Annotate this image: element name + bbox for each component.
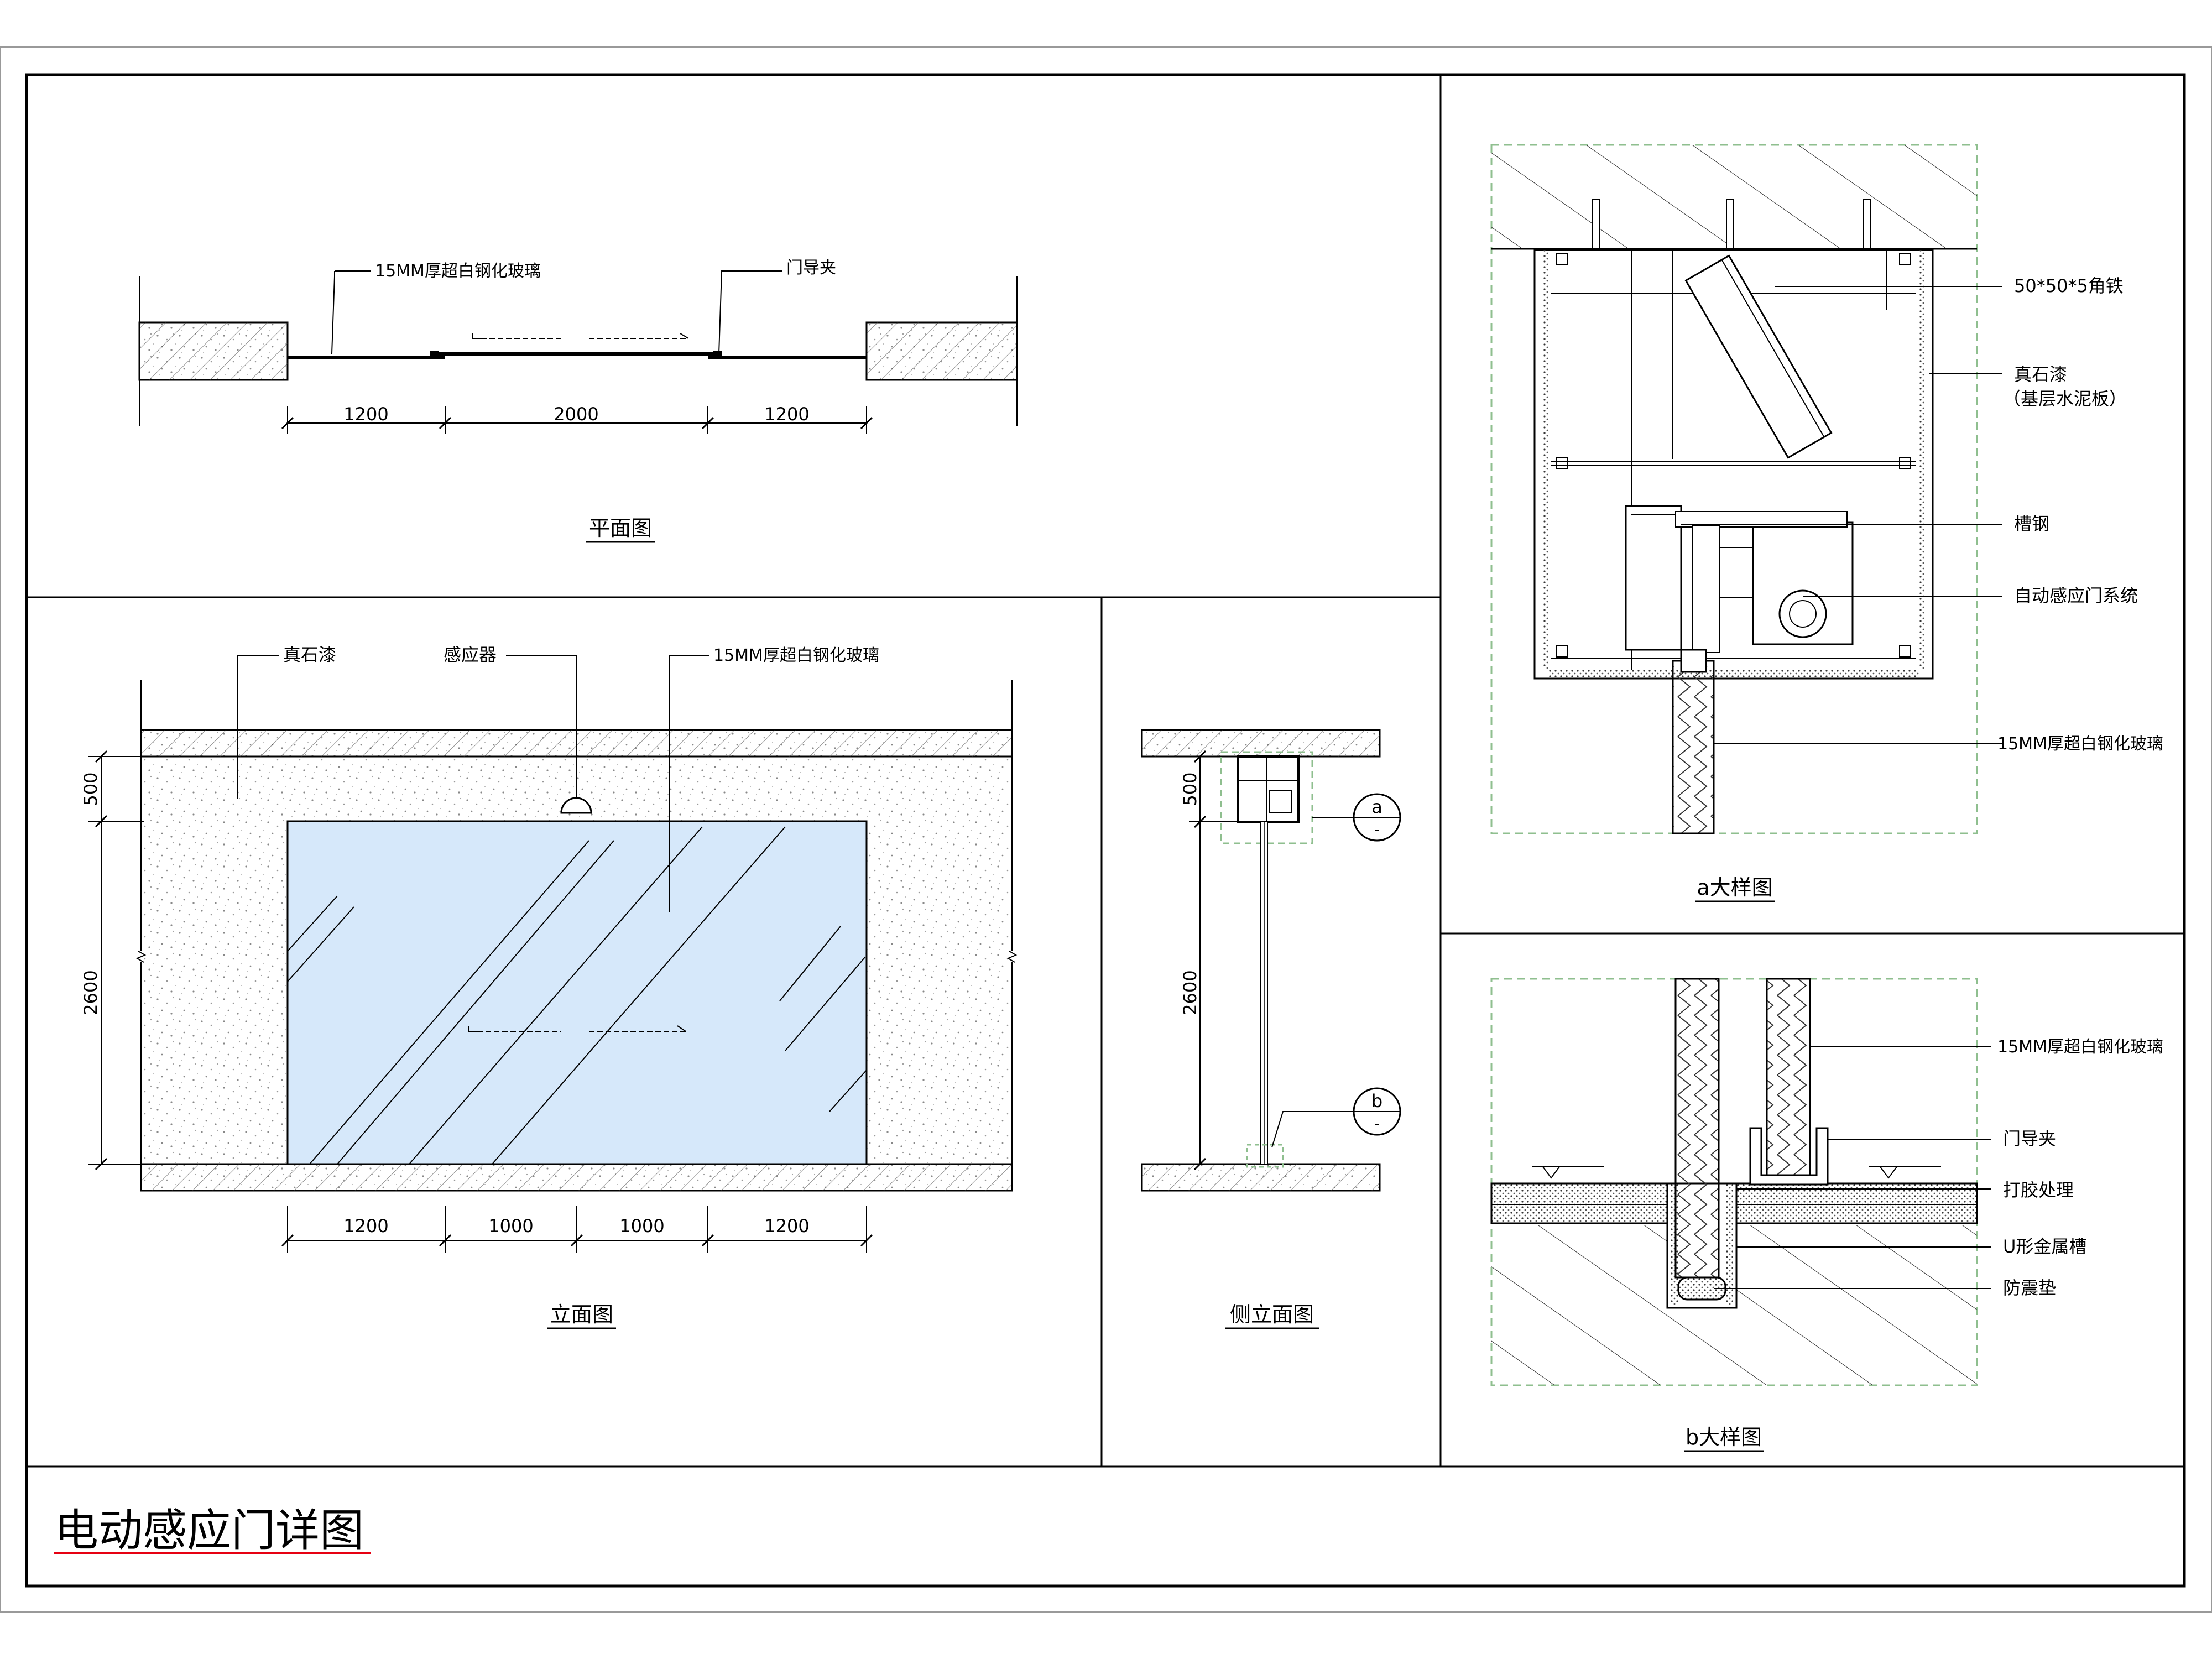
detail-a-label-finish: 真石漆 xyxy=(2014,364,2067,385)
drawing-border xyxy=(25,73,2186,1588)
detail-a-label-system: 自动感应门系统 xyxy=(2014,585,2138,606)
elev-hdim-3: 1000 xyxy=(619,1215,664,1237)
detail-a-view: 50*50*5角铁 真石漆 （基层水泥板） 槽钢 自动感应门系统 15MM厚超白… xyxy=(1490,144,2163,902)
plan-dim-3: 1200 xyxy=(764,404,809,425)
side-callout-a-sub: - xyxy=(1374,820,1380,839)
detail-b-guide-clip xyxy=(1749,1127,1829,1186)
elev-sensor-label: 感应器 xyxy=(444,644,497,665)
side-callout-b-sub: - xyxy=(1374,1114,1380,1134)
detail-a-glass xyxy=(1672,660,1715,834)
detail-b-label-glass: 15MM厚超白钢化玻璃 xyxy=(1997,1037,2163,1057)
plan-dim-2: 2000 xyxy=(554,404,598,425)
detail-b-view: 15MM厚超白钢化玻璃 门导夹 打胶处理 U形金属槽 防震垫 b大样图 xyxy=(1490,978,2163,1452)
plan-view: 15MM厚超白钢化玻璃 门导夹 1200 2000 1200 平面图 xyxy=(138,258,1018,543)
side-detail-b-boundary xyxy=(1246,1144,1284,1168)
elev-hdim-2: 1000 xyxy=(488,1215,533,1237)
plan-guide-label: 门导夹 xyxy=(786,258,836,278)
side-title: 侧立面图 xyxy=(1230,1302,1314,1327)
detail-a-title: a大样图 xyxy=(1697,875,1772,900)
side-vdim-2: 2600 xyxy=(1180,970,1201,1015)
outer-frame xyxy=(0,46,2212,1613)
plan-glass-label: 15MM厚超白钢化玻璃 xyxy=(375,262,541,281)
side-callout-b-label: b xyxy=(1371,1091,1383,1112)
elev-hdim-1: 1200 xyxy=(343,1215,388,1237)
detail-a-label-angle: 50*50*5角铁 xyxy=(2014,275,2124,296)
drawing-title: 电动感应门详图 xyxy=(54,1505,364,1556)
elev-glass-label: 15MM厚超白钢化玻璃 xyxy=(713,646,879,665)
elev-vdim-1: 500 xyxy=(80,772,101,806)
elev-vdim-2: 2600 xyxy=(80,970,101,1015)
side-detail-a-boundary xyxy=(1220,751,1313,844)
detail-a-label-channel: 槽钢 xyxy=(2014,513,2049,534)
plan-guide-clip-left xyxy=(430,351,439,359)
detail-b-label-guide: 门导夹 xyxy=(2003,1128,2056,1149)
elev-hdim-4: 1200 xyxy=(764,1215,809,1237)
side-vdim-1: 500 xyxy=(1180,772,1201,806)
detail-b-label-sealant: 打胶处理 xyxy=(2003,1180,2074,1201)
elevation-view: 真石漆 感应器 15MM厚超白钢化玻璃 500 2600 1200 1000 1… xyxy=(80,644,1018,1329)
detail-b-glass-fixed xyxy=(1674,978,1720,1279)
elev-finish-label: 真石漆 xyxy=(283,644,336,665)
elev-sensor xyxy=(560,797,592,814)
detail-a-concrete-slab xyxy=(1491,145,1977,249)
side-header-box xyxy=(1237,755,1300,823)
detail-a-label-glass: 15MM厚超白钢化玻璃 xyxy=(1997,734,2163,754)
detail-a-angle-iron xyxy=(1684,254,1833,459)
elev-title: 立面图 xyxy=(550,1302,613,1327)
detail-b-title: b大样图 xyxy=(1686,1425,1762,1449)
plan-title: 平面图 xyxy=(589,516,652,540)
detail-a-label-base: （基层水泥板） xyxy=(2003,388,2127,409)
elev-glass-door xyxy=(286,820,868,1165)
side-callout-a-label: a xyxy=(1371,796,1383,817)
side-elevation-view: 500 2600 a - b - 侧立面图 xyxy=(1141,729,1401,1329)
detail-a-frame xyxy=(1533,249,1934,680)
detail-b-glass-sliding xyxy=(1766,978,1811,1179)
plan-guide-clip-right xyxy=(713,351,722,359)
detail-b-label-u-channel: U形金属槽 xyxy=(2003,1236,2086,1257)
detail-b-label-pad: 防震垫 xyxy=(2003,1277,2056,1298)
detail-a-channel-steel xyxy=(1625,505,1682,651)
plan-dim-1: 1200 xyxy=(343,404,388,425)
